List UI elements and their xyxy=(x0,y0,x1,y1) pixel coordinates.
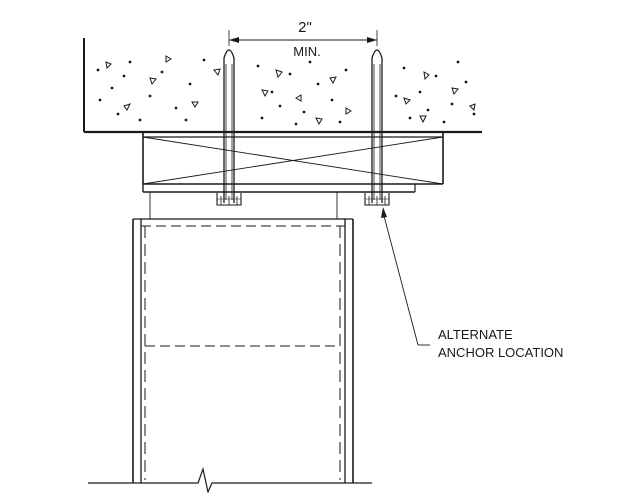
callout-line-2: ANCHOR LOCATION xyxy=(438,345,563,360)
concrete-aggregate-hatch xyxy=(96,55,476,126)
callout-line-1: ALTERNATE xyxy=(438,327,513,342)
anchor-bolt-left xyxy=(216,49,242,206)
anchor-bolt-right xyxy=(364,49,390,206)
concrete-slab xyxy=(83,38,482,134)
dimension-line xyxy=(228,30,378,46)
dimension-qualifier: MIN. xyxy=(293,44,320,59)
column-hidden-lines xyxy=(141,225,345,480)
dimension-value: 2" xyxy=(298,19,312,36)
callout-leader xyxy=(381,207,430,346)
bearing-pad xyxy=(142,132,444,185)
column xyxy=(88,192,372,493)
base-plate xyxy=(142,184,416,193)
break-line xyxy=(88,466,372,493)
